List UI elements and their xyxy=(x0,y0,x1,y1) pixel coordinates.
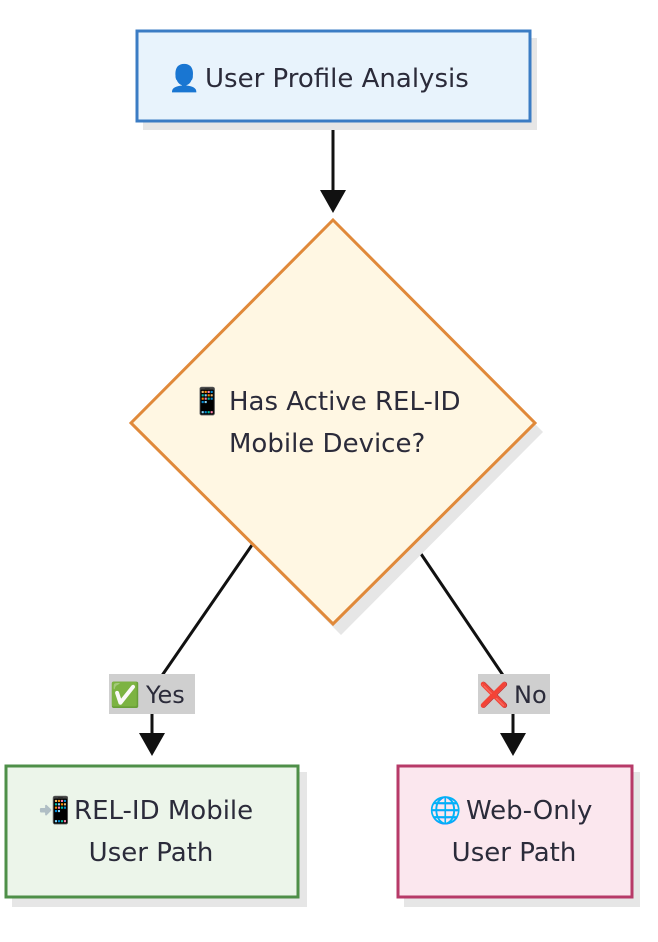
edge-label-background xyxy=(478,674,550,714)
decision-label-line-1: Has Active REL-ID xyxy=(229,387,461,417)
edge-label-yes: ✅ Yes xyxy=(109,674,195,714)
arrowhead-icon xyxy=(139,733,165,756)
node-rel-id-mobile-user-path: 📲 REL-ID Mobile User Path xyxy=(4,764,307,907)
node-label: User Profile Analysis xyxy=(205,64,469,94)
node-web-only-user-path: 🌐 Web-Only User Path xyxy=(396,764,640,907)
node-box xyxy=(4,764,300,899)
edge-decision-to-mobile xyxy=(139,544,254,756)
edge-label-no: ❌ No xyxy=(478,674,550,714)
decision-diamond xyxy=(128,217,538,627)
edge-label-no-text: No xyxy=(514,681,547,709)
node-has-active-rel-id-device: 📱 Has Active REL-ID Mobile Device? xyxy=(128,217,543,635)
mobile-path-label-line-2: User Path xyxy=(89,838,214,868)
mobile-arrow-icon: 📲 xyxy=(38,795,70,826)
node-box xyxy=(396,764,634,899)
cross-mark-icon: ❌ xyxy=(479,681,509,709)
node-box xyxy=(135,29,532,123)
user-icon: 👤 xyxy=(168,63,200,94)
arrowhead-icon xyxy=(320,190,346,213)
node-user-profile-analysis: 👤 User Profile Analysis xyxy=(135,29,537,130)
mobile-phone-icon: 📱 xyxy=(191,386,223,417)
arrowhead-icon xyxy=(500,733,526,756)
edge-label-yes-text: Yes xyxy=(145,681,185,709)
edge-label-background xyxy=(109,674,195,714)
globe-icon: 🌐 xyxy=(429,795,461,826)
check-mark-icon: ✅ xyxy=(110,681,140,709)
decision-label-line-2: Mobile Device? xyxy=(229,429,425,459)
mobile-path-label-line-1: REL-ID Mobile xyxy=(74,796,253,826)
edge-start-to-decision xyxy=(320,122,346,213)
web-path-label-line-2: User Path xyxy=(452,838,577,868)
edge-decision-to-web xyxy=(413,544,526,756)
web-path-label-line-1: Web-Only xyxy=(466,796,592,826)
